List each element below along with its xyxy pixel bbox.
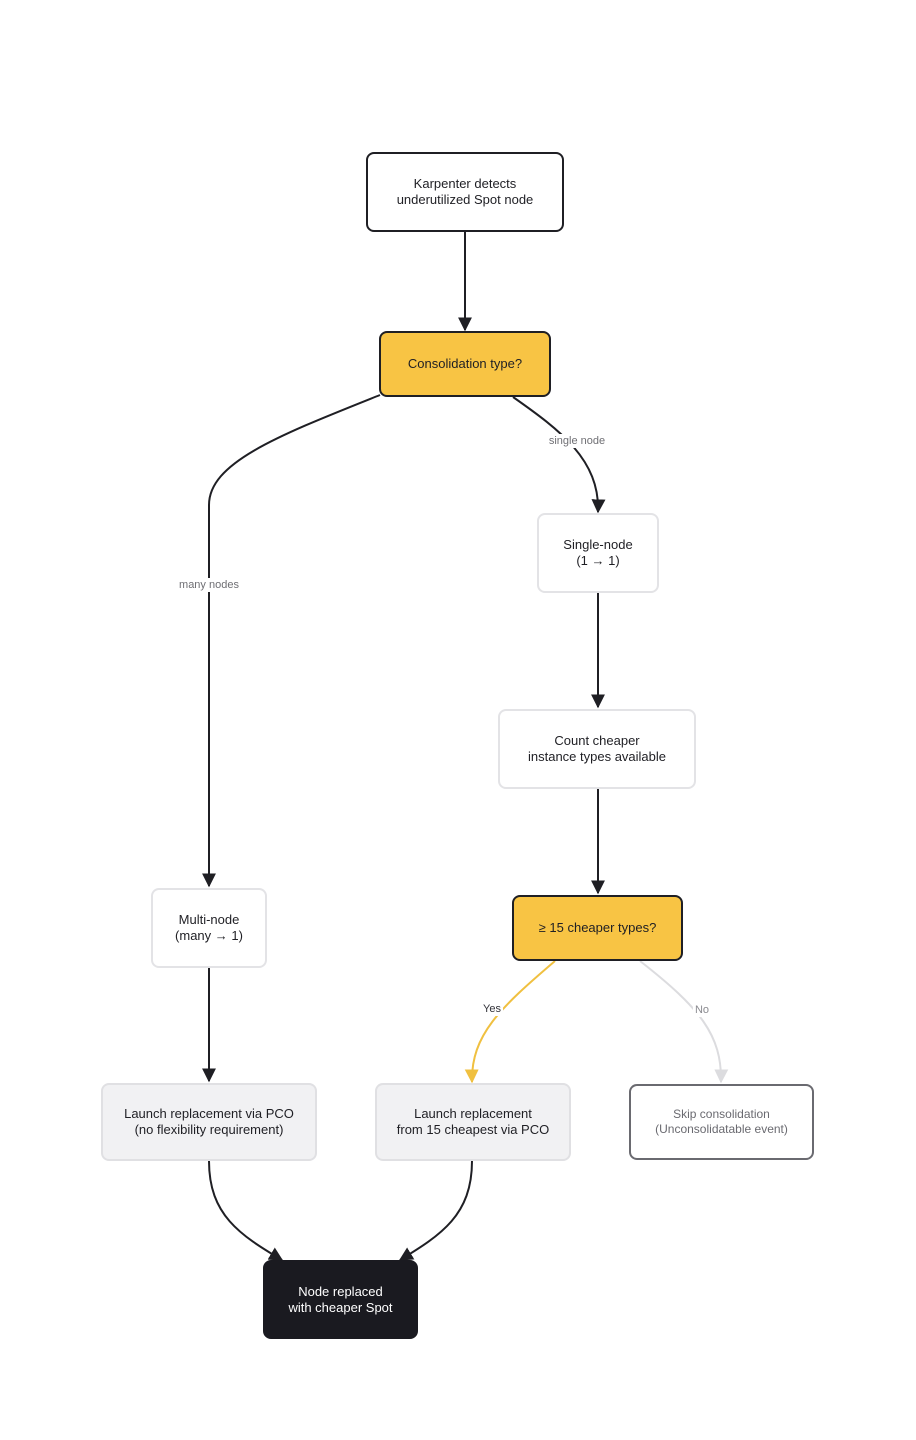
edge-label-many-nodes: many nodes [177,578,241,592]
single-node-box: Single-node (1 → 1) [537,513,659,593]
count-cheaper-label: Count cheaper instance types available [527,733,667,764]
edge-launch-15-to-end [398,1160,473,1261]
count-cheaper-box: Count cheaper instance types available [498,709,696,789]
start-node: Karpenter detects underutilized Spot nod… [366,152,564,232]
launch-no-flex-label: Launch replacement via PCO (no flexibili… [124,1106,294,1137]
consolidation-type-label: Consolidation type? [407,356,523,371]
multi-node-box: Multi-node (many → 1) [151,888,267,968]
cheaper-types-label: ≥ 15 cheaper types? [538,920,657,935]
end-node: Node replaced with cheaper Spot [263,1260,418,1339]
single-node-label: Single-node (1 → 1) [563,537,633,568]
edge-launch-noflex-to-end [208,1160,284,1261]
consolidation-type-decision: Consolidation type? [379,331,551,397]
edge-decision-no [639,960,729,1084]
end-node-label: Node replaced with cheaper Spot [288,1283,393,1315]
edge-label-single-node: single node [546,434,608,448]
multi-node-label: Multi-node (many → 1) [175,912,243,943]
skip-consolidation-label: Skip consolidation (Unconsolidatable eve… [655,1107,788,1136]
edge-consolidation-to-single [512,396,606,514]
start-node-label: Karpenter detects underutilized Spot nod… [396,176,534,207]
launch-no-flex-box: Launch replacement via PCO (no flexibili… [101,1083,317,1161]
edge-label-no: No [692,1003,712,1017]
edge-consolidation-to-multi [202,394,381,888]
edge-decision-yes [464,960,556,1084]
edge-label-yes: Yes [481,1002,503,1016]
cheaper-types-decision: ≥ 15 cheaper types? [512,895,683,961]
skip-consolidation-box: Skip consolidation (Unconsolidatable eve… [629,1084,814,1160]
launch-15-cheapest-box: Launch replacement from 15 cheapest via … [375,1083,571,1161]
launch-15-cheapest-label: Launch replacement from 15 cheapest via … [396,1106,550,1137]
